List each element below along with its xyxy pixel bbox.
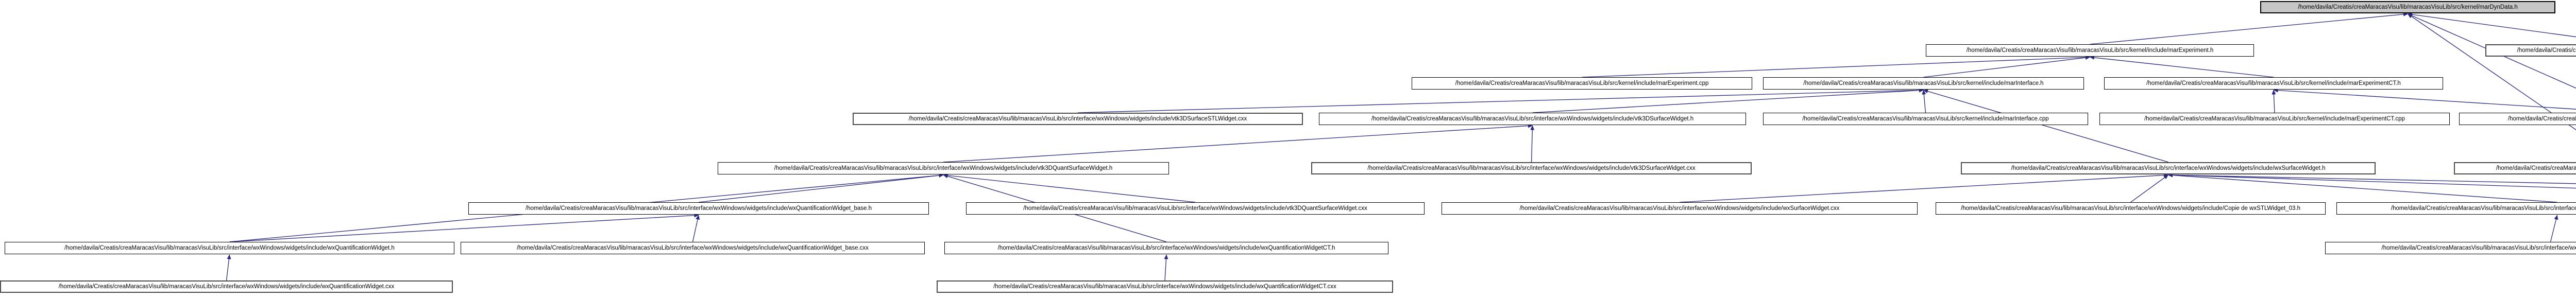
edge-node-wxQuantificationWidget-h-to-node-wxQuantificationWidget_base-h (229, 213, 699, 242)
edge-node-marInterface-h-to-node-marExperiment-h (1923, 56, 2090, 78)
node-marInterface-h[interactable]: /home/davila/Creatis/creaMaracasVisu/lib… (1763, 77, 2084, 90)
edge-node-vtk3DSurfaceSTLWidget-cxx-to-node-marInterface-h (1077, 88, 1924, 113)
edge-node-wxEmptyPanelWidget_2-cxx-to-node-wxEmptyPanelWidget_2-h (2550, 215, 2558, 242)
edge-node-marInterface-cpp-to-node-marInterface-h (1922, 90, 1926, 113)
edge-node-vtk3DSurfaceWidget-cxx-to-node-vtk3DSurfaceWidget-h (1530, 125, 1535, 163)
node-marInterface-cpp[interactable]: /home/davila/Creatis/creaMaracasVisu/lib… (1763, 113, 2088, 125)
edge-node-wxSurfaceWidget-cxx-to-node-wxSurfaceWidget-h (1679, 173, 2168, 203)
node-vtk3DSurfaceWidget-cxx[interactable]: /home/davila/Creatis/creaMaracasVisu/lib… (1311, 162, 1752, 174)
edge-node-wxPathologyWidget_01-h-to-node-wxSurfaceWidget-h (2168, 173, 2576, 189)
node-copie-de-wxSTLWidget_03-h[interactable]: /home/davila/Creatis/creaMaracasVisu/lib… (1936, 202, 2326, 215)
edge-node-marExperiment-cpp-to-node-marExperiment-h (1582, 55, 2090, 78)
edge-node-wxEmptyPanelWidget_2-h-to-node-wxSurfaceWidget-h (2168, 173, 2557, 203)
node-wxSurfaceWidget-cxx[interactable]: /home/davila/Creatis/creaMaracasVisu/lib… (1442, 202, 1918, 215)
node-wxSurfaceWidget-h[interactable]: /home/davila/Creatis/creaMaracasVisu/lib… (1961, 162, 2376, 174)
node-wxQuantificationWidget_base-h[interactable]: /home/davila/Creatis/creaMaracasVisu/lib… (468, 202, 929, 215)
edge-node-marInterfaceCT-h-to-node-marDynData-h (2408, 13, 2576, 89)
node-vtk3DSurfaceWidget-h[interactable]: /home/davila/Creatis/creaMaracasVisu/lib… (1319, 113, 1746, 125)
edge-node-copie-de-wxSTLWidget_03-h-to-node-wxSurfaceWidget-h (2130, 174, 2168, 203)
node-marExperimentCT-cpp[interactable]: /home/davila/Creatis/creaMaracasVisu/lib… (2099, 113, 2450, 125)
edge-node-vtk3DSurfaceWidget-h-to-node-marInterface-h (1532, 88, 1924, 113)
node-marInterfaceCT-h[interactable]: /home/davila/Creatis/creaMaracasVisu/lib… (2459, 113, 2576, 125)
node-vtk3DQuantSurfaceWidget-cxx[interactable]: /home/davila/Creatis/creaMaracasVisu/lib… (966, 202, 1425, 215)
node-marDynData-h[interactable]: /home/davila/Creatis/creaMaracasVisu/lib… (2260, 1, 2555, 13)
node-vtk3DQuantSurfaceWidget-h[interactable]: /home/davila/Creatis/creaMaracasVisu/lib… (718, 162, 1169, 174)
edge-node-wxQuantificationWidget_base-cxx-to-node-wxQuantificationWidget_base-h (692, 215, 700, 242)
node-marExperiment-h[interactable]: /home/davila/Creatis/creaMaracasVisu/lib… (1926, 44, 2254, 57)
edge-node-marDynData-cpp-to-node-marDynData-h (2408, 12, 2576, 38)
edge-node-wxQuantificationWidgetCT-cxx-to-node-wxQuantificationWidgetCT-h (1164, 254, 1168, 281)
edge-node-wxSurfaceWidget-h-to-node-marInterface-h (1923, 89, 2168, 163)
node-marExperimentCT-h[interactable]: /home/davila/Creatis/creaMaracasVisu/lib… (2104, 77, 2443, 90)
edge-node-marExperimentCT-h-to-node-marExperiment-h (2090, 55, 2274, 78)
node-wxEmptyPanelWidget_2-cxx[interactable]: /home/davila/Creatis/creaMaracasVisu/lib… (2325, 242, 2576, 254)
edge-node-marExperimentCT-cpp-to-node-marExperimentCT-h (2272, 90, 2276, 113)
node-wxEmptyPanelWidget_2-h[interactable]: /home/davila/Creatis/creaMaracasVisu/lib… (2336, 202, 2576, 215)
node-wxQuantificationWidget-cxx[interactable]: /home/davila/Creatis/creaMaracasVisu/lib… (0, 280, 453, 293)
edge-node-marExperiment-h-to-node-marDynData-h (2090, 12, 2408, 45)
edge-node-wxSTLWidget_02-h-to-node-wxSurfaceWidget-h (2168, 173, 2576, 184)
edge-node-wxQuantificationWidget_base-h-to-node-vtk3DQuantSurfaceWidget-h (698, 173, 944, 203)
node-wxQuantificationWidgetCT-cxx[interactable]: /home/davila/Creatis/creaMaracasVisu/lib… (937, 280, 1393, 293)
node-marInterfaceCT-cpp[interactable]: /home/davila/Creatis/creaMaracasVisu/lib… (2454, 162, 2576, 174)
edge-node-marInterfaceCT-h-to-node-marExperimentCT-h (2273, 88, 2576, 110)
node-wxQuantificationWidget-h[interactable]: /home/davila/Creatis/creaMaracasVisu/lib… (5, 242, 454, 254)
node-wxQuantificationWidgetCT-h[interactable]: /home/davila/Creatis/creaMaracasVisu/lib… (944, 242, 1388, 254)
node-wxQuantificationWidget_base-cxx[interactable]: /home/davila/Creatis/creaMaracasVisu/lib… (461, 242, 925, 254)
node-marDynData-cpp[interactable]: /home/davila/Creatis/creaMaracasVisu/lib… (2485, 44, 2576, 57)
edge-node-marInterfaceCT-cpp-to-node-marDynData-h (2408, 13, 2576, 131)
node-vtk3DSurfaceSTLWidget-cxx[interactable]: /home/davila/Creatis/creaMaracasVisu/lib… (853, 113, 1303, 125)
node-marExperiment-cpp[interactable]: /home/davila/Creatis/creaMaracasVisu/lib… (1412, 77, 1752, 90)
edge-node-vtk3DQuantSurfaceWidget-h-to-node-vtk3DSurfaceWidget-h (943, 124, 1533, 163)
edge-node-wxQuantificationWidget-cxx-to-node-wxQuantificationWidget-h (226, 254, 231, 281)
edge-node-vtk3DQuantSurfaceWidget-cxx-to-node-vtk3DQuantSurfaceWidget-h (943, 173, 1196, 203)
